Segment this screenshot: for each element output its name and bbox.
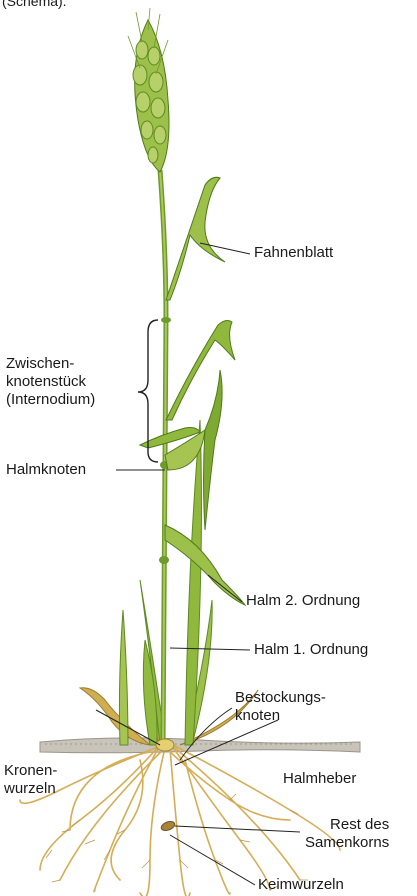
seed-remnant <box>160 820 176 832</box>
label-halm1: Halm 1. Ordnung <box>254 641 368 659</box>
label-keimwurzeln: Keimwurzeln <box>258 876 344 894</box>
roots <box>20 745 340 896</box>
label-halmknoten: Halmknoten <box>6 461 86 479</box>
label-internodium-line3: (Internodium) <box>6 391 95 409</box>
flag-leaf <box>166 177 225 300</box>
label-internodium: Zwischen- knotenstück (Internodium) <box>6 355 95 409</box>
label-halm2: Halm 2. Ordnung <box>246 592 360 610</box>
label-kronenwurzeln: Kronen- wurzeln <box>4 762 57 798</box>
stem-node-upper <box>161 317 171 323</box>
label-bestockung: Bestockungs- knoten <box>235 689 326 725</box>
label-internodium-line2: knotenstück <box>6 373 95 391</box>
soil-band <box>40 738 360 753</box>
leader-halm2 <box>208 575 242 602</box>
tillering-node <box>156 739 174 751</box>
label-bestockung-line2: knoten <box>235 707 326 725</box>
label-bestockung-line1: Bestockungs- <box>235 689 326 707</box>
label-kronenwurzeln-line2: wurzeln <box>4 780 57 798</box>
label-internodium-line1: Zwischen- <box>6 355 95 373</box>
label-samenkorn: Rest des Samenkorns <box>305 816 389 852</box>
wheat-ear <box>128 8 169 172</box>
label-fahnenblatt: Fahnenblatt <box>254 244 333 262</box>
label-kronenwurzeln-line1: Kronen- <box>4 762 57 780</box>
leader-samenkorn <box>175 826 300 832</box>
stem-node-lower <box>159 556 169 564</box>
label-samenkorn-line2: Samenkorns <box>305 834 389 852</box>
label-samenkorn-line1: Rest des <box>305 816 389 834</box>
label-halmheber: Halmheber <box>283 770 356 788</box>
